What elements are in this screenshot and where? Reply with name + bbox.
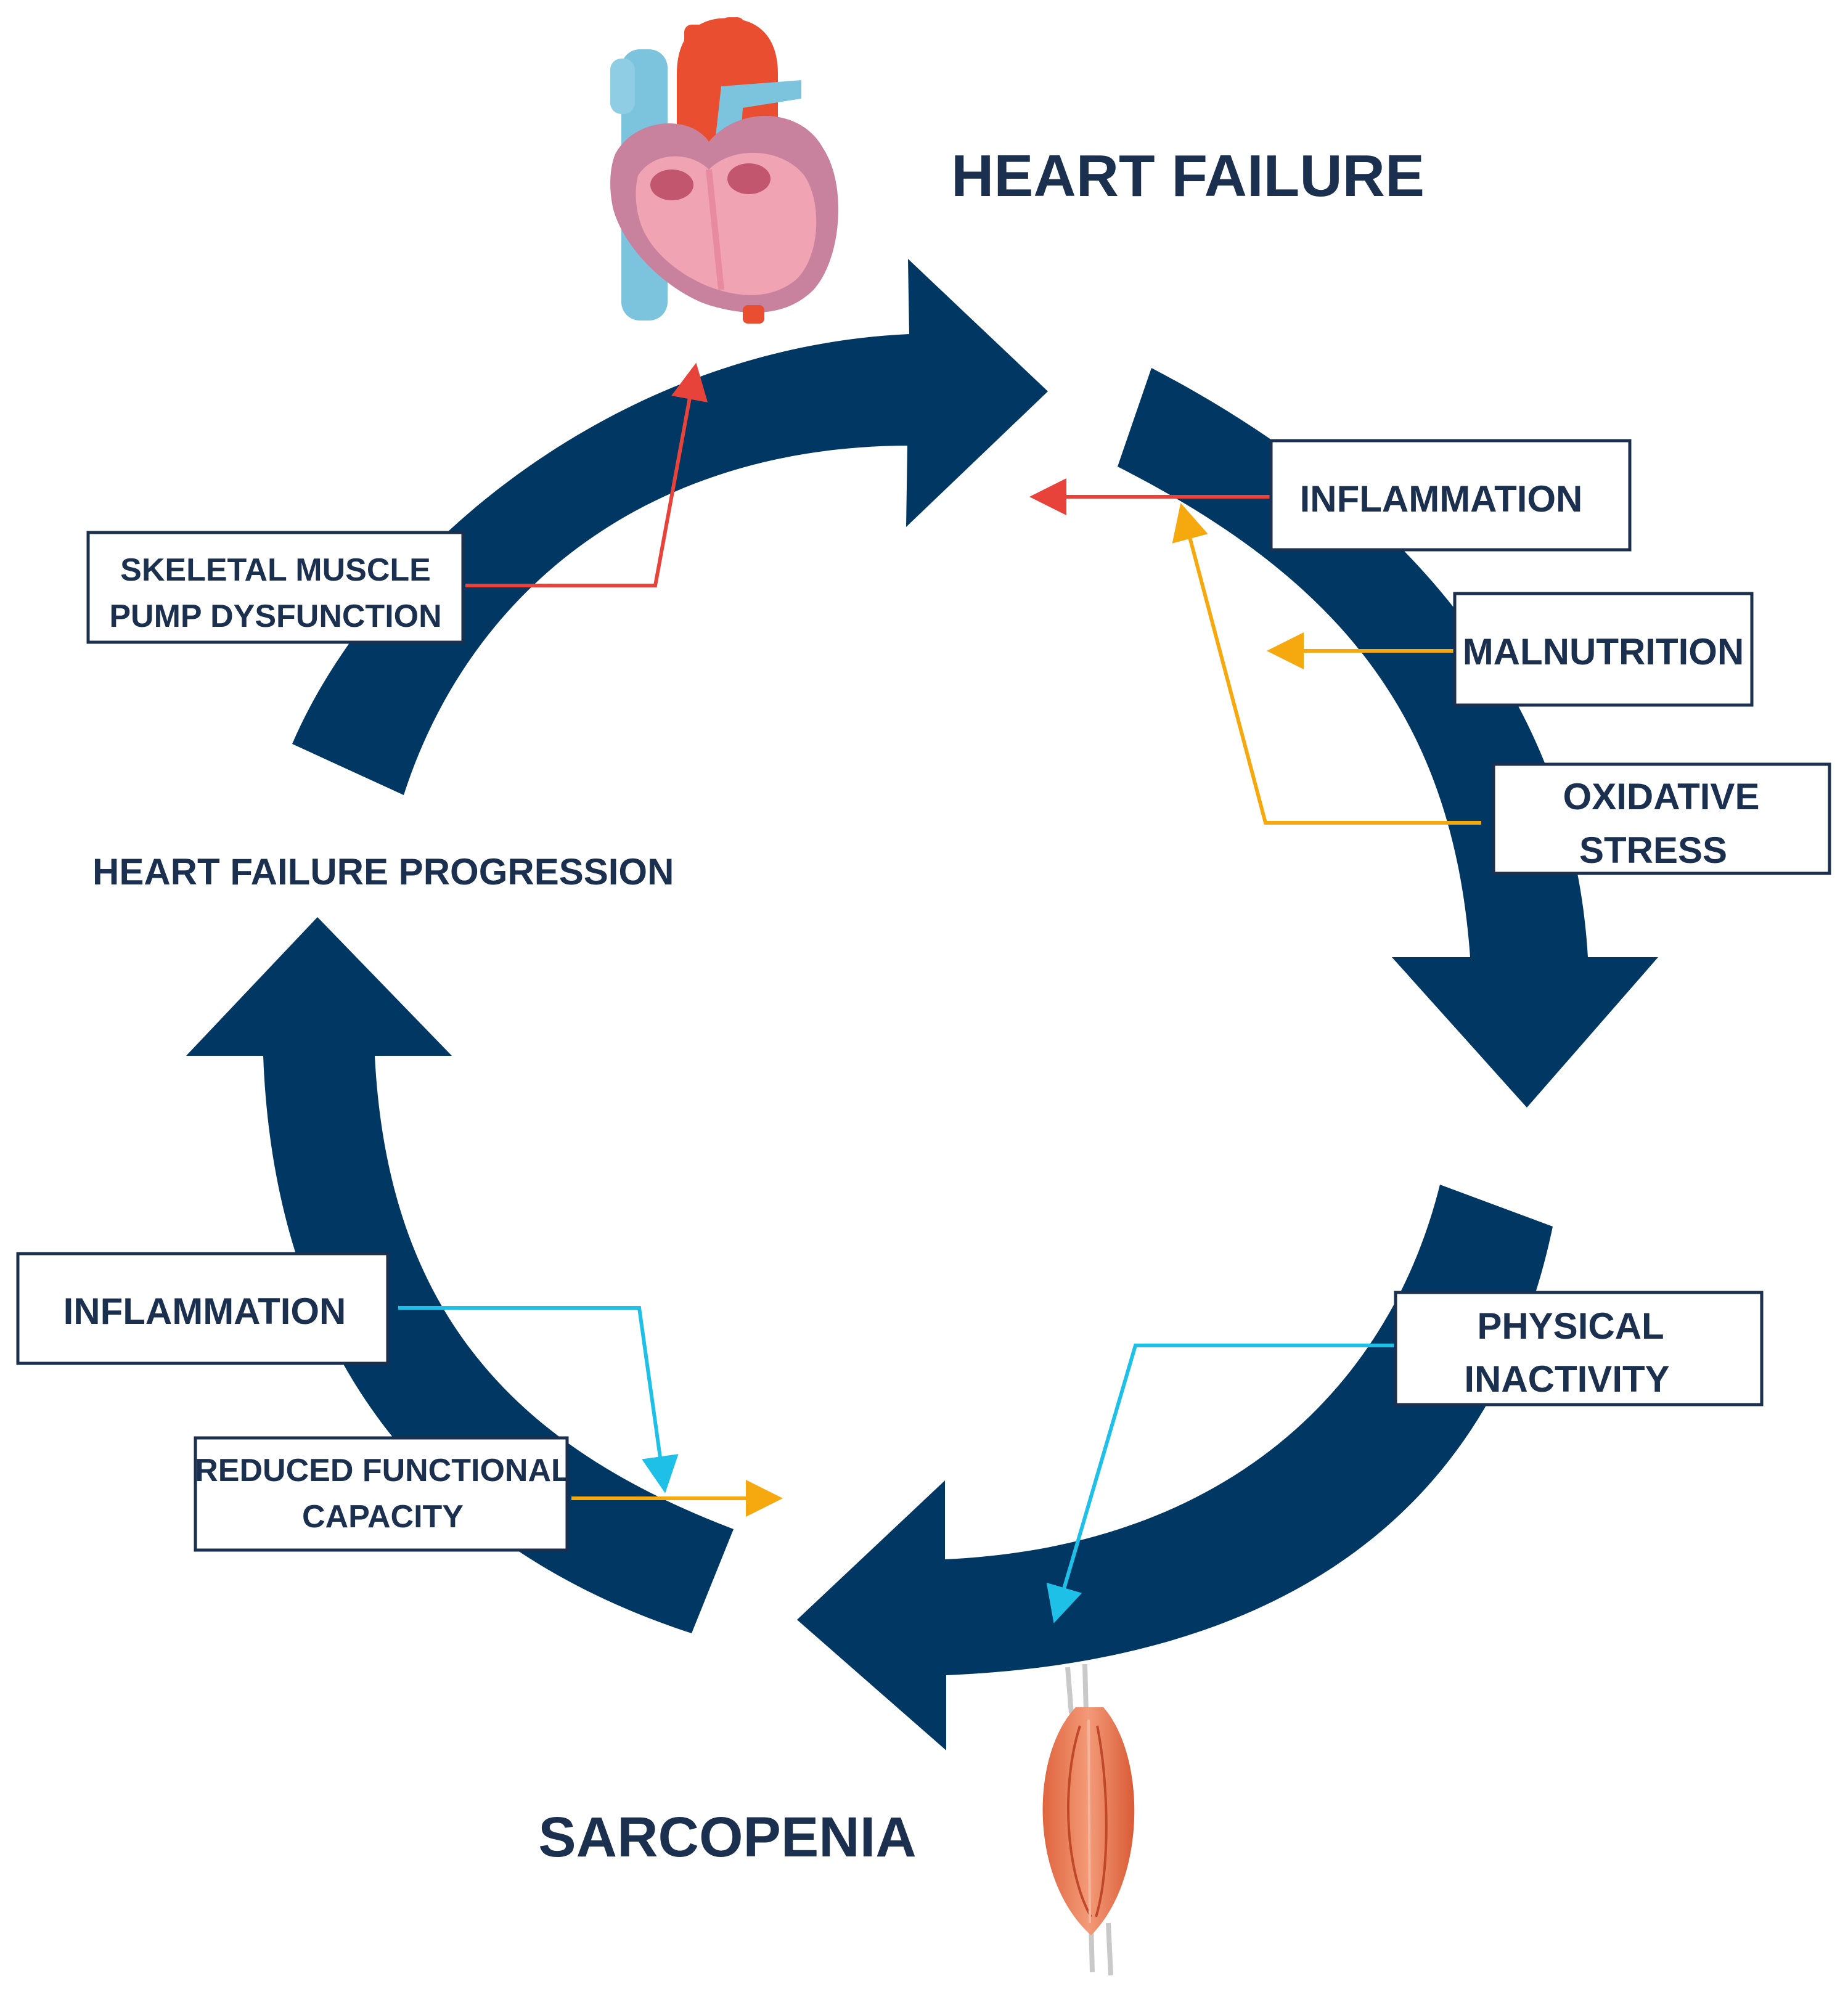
connector-skeletal-to-heart (465, 362, 708, 587)
svg-text:INFLAMMATION: INFLAMMATION (63, 1291, 346, 1332)
box-inflammation-right: INFLAMMATION (1269, 439, 1632, 552)
label-heart-failure-progression: HEART FAILURE PROGRESSION (92, 851, 674, 892)
muscle-icon (1042, 1663, 1135, 1976)
cycle-arrow-top-right (1118, 368, 1658, 1108)
cycle-arrow-bottom-right (797, 1185, 1553, 1750)
connector-oxidative-stress (1172, 503, 1481, 825)
svg-text:SKELETAL MUSCLE: SKELETAL MUSCLE (120, 552, 431, 588)
box-inflammation-left: INFLAMMATION (16, 1252, 390, 1365)
cycle-arrow-bottom-left (186, 917, 734, 1633)
connector-physical-inactivity (1046, 1344, 1394, 1623)
connector-inflammation-left (398, 1306, 679, 1493)
svg-text:OXIDATIVE: OXIDATIVE (1563, 776, 1760, 817)
svg-text:PUMP DYSFUNCTION: PUMP DYSFUNCTION (109, 598, 441, 634)
box-oxidative-stress: OXIDATIVE STRESS (1492, 762, 1831, 875)
svg-text:MALNUTRITION: MALNUTRITION (1463, 631, 1744, 672)
svg-text:INACTIVITY: INACTIVITY (1464, 1358, 1669, 1400)
box-physical-inactivity: PHYSICAL INACTIVITY (1394, 1291, 1764, 1406)
title-heart-failure: HEART FAILURE (951, 143, 1425, 209)
svg-text:PHYSICAL: PHYSICAL (1477, 1305, 1664, 1347)
cycle-arrow-top-left (292, 259, 1048, 795)
box-malnutrition: MALNUTRITION (1453, 592, 1754, 707)
heart-anatomy-icon (610, 17, 839, 324)
box-skeletal-muscle-pump-dysfunction: SKELETAL MUSCLE PUMP DYSFUNCTION (86, 531, 465, 644)
svg-text:STRESS: STRESS (1579, 830, 1727, 871)
svg-text:CAPACITY: CAPACITY (302, 1499, 464, 1535)
svg-text:INFLAMMATION: INFLAMMATION (1300, 478, 1583, 520)
svg-text:REDUCED FUNCTIONAL: REDUCED FUNCTIONAL (195, 1453, 571, 1488)
title-sarcopenia: SARCOPENIA (538, 1806, 916, 1869)
box-reduced-functional-capacity: REDUCED FUNCTIONAL CAPACITY (194, 1436, 571, 1552)
